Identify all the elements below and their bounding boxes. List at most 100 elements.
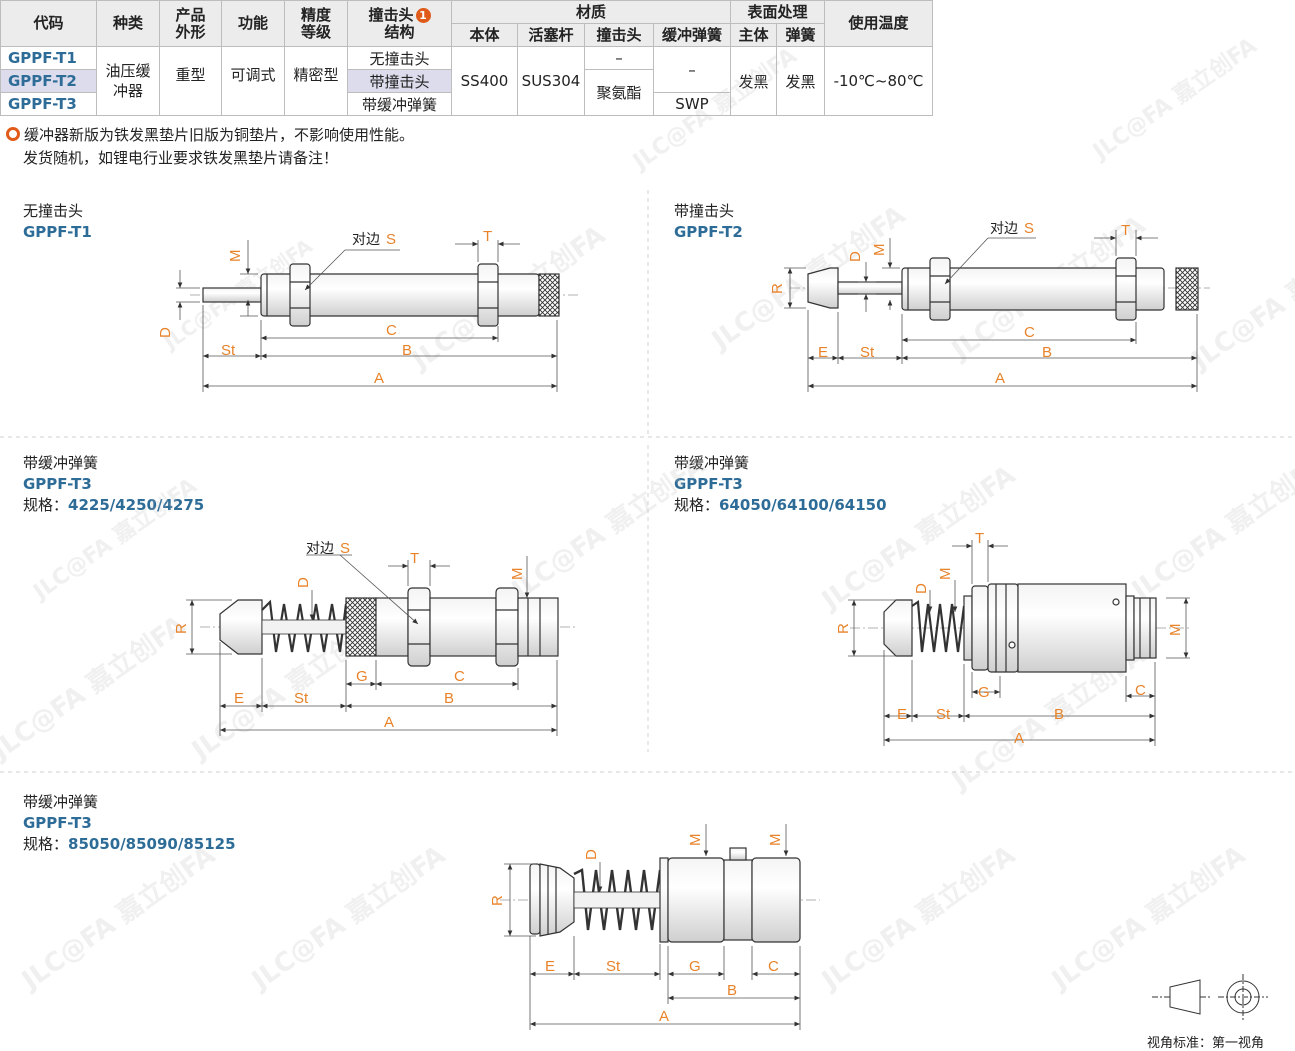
header-mat-rod: 活塞杆 bbox=[517, 23, 585, 47]
section-title: 带缓冲弹簧 bbox=[674, 454, 750, 472]
dim-label: D bbox=[847, 251, 864, 262]
mat-spring-t3: SWP bbox=[653, 92, 731, 116]
dim-label: A bbox=[384, 714, 394, 731]
section-code: GPPF-T2 bbox=[674, 223, 743, 241]
dim-label: C bbox=[1024, 324, 1035, 341]
dim-label: B bbox=[402, 342, 412, 359]
spec-value: 85050/85090/85125 bbox=[68, 835, 236, 853]
notes: 缓冲器新版为铁发黑垫片旧版为铜垫片，不影响使用性能。 发货随机，如锂电行业要求铁… bbox=[6, 124, 414, 170]
dim-label: D bbox=[583, 849, 600, 860]
dim-label: A bbox=[374, 370, 384, 387]
drawing-t3b bbox=[848, 540, 1190, 746]
drawing-t1 bbox=[176, 240, 580, 392]
dim-label: B bbox=[1054, 706, 1064, 723]
drawing-t3c bbox=[500, 824, 820, 1030]
watermark: JLC@FA 嘉立创FA bbox=[1125, 449, 1295, 606]
dim-label: D bbox=[913, 583, 930, 594]
dim-label: R bbox=[835, 623, 852, 634]
section-title: 带撞击头 bbox=[674, 202, 735, 220]
header-surf-body: 主体 bbox=[730, 23, 777, 47]
drawing-t3a bbox=[186, 554, 575, 736]
dim-label: C bbox=[768, 958, 779, 975]
dim-label: G bbox=[689, 958, 701, 975]
structure-t3: 带缓冲弹簧 bbox=[347, 92, 452, 116]
dim-label: T bbox=[410, 550, 419, 567]
drawing-t2 bbox=[784, 230, 1210, 392]
dim-label: C bbox=[386, 322, 397, 339]
across-flats-label: 对边 bbox=[990, 221, 1018, 237]
shape-cell: 重型 bbox=[159, 46, 222, 116]
spec-label: 规格： bbox=[674, 496, 720, 514]
dims-t3c: E St G C B A R D M M bbox=[489, 834, 784, 1026]
section-code: GPPF-T3 bbox=[23, 475, 92, 493]
spec-label: 规格： bbox=[23, 835, 69, 853]
dim-label: B bbox=[727, 982, 737, 999]
note-line-2: 发货随机，如锂电行业要求铁发黑垫片请备注！ bbox=[23, 149, 339, 167]
dim-label: M bbox=[767, 834, 784, 847]
across-flats-label: 对边 bbox=[352, 232, 380, 248]
watermark: JLC@FA 嘉立创FA bbox=[15, 839, 221, 996]
dim-label: St bbox=[294, 690, 309, 707]
watermark: JLC@FA 嘉立创FA bbox=[27, 473, 202, 606]
watermark: JLC@FA 嘉立创FA bbox=[1045, 839, 1251, 996]
section-code: GPPF-T3 bbox=[674, 475, 743, 493]
watermark: JLC@FA 嘉立创FA bbox=[0, 609, 191, 766]
note-line-1: 缓冲器新版为铁发黑垫片旧版为铜垫片，不影响使用性能。 bbox=[24, 126, 415, 144]
section-t3b: 带缓冲弹簧 GPPF-T3 规格：64050/64100/64150 bbox=[674, 453, 887, 516]
header-code: 代码 bbox=[0, 0, 97, 47]
header-structure-line1: 撞击头 bbox=[368, 5, 414, 24]
separator-lines bbox=[0, 190, 1295, 773]
header-material: 材质 bbox=[451, 0, 731, 24]
dim-label: A bbox=[1014, 730, 1024, 747]
header-function: 功能 bbox=[221, 0, 285, 47]
dim-label: S bbox=[340, 540, 350, 557]
function-cell: 可调式 bbox=[221, 46, 285, 116]
mat-body-cell: SS400 bbox=[451, 46, 518, 116]
dim-label: St bbox=[606, 958, 621, 975]
dim-label: R bbox=[769, 283, 786, 294]
dims-t1: St B A C T D M 对边 S bbox=[157, 228, 492, 387]
header-mat-spring: 缓冲弹簧 bbox=[653, 23, 731, 47]
view-standard: 视角标准：第一视角 bbox=[1147, 1036, 1265, 1051]
dim-label: M bbox=[1167, 624, 1184, 637]
header-temp: 使用温度 bbox=[824, 0, 933, 47]
dim-label: E bbox=[234, 690, 244, 707]
dim-label: C bbox=[454, 668, 465, 685]
code-t1: GPPF-T1 bbox=[0, 46, 97, 70]
dim-label: M bbox=[871, 244, 888, 257]
dim-label: G bbox=[978, 684, 990, 701]
mat-head-t23: 聚氨酯 bbox=[584, 69, 654, 116]
watermark: JLC@FA 嘉立创FA bbox=[815, 839, 1021, 996]
across-flats-label: 对边 bbox=[306, 541, 334, 557]
header-precision: 精度等级 bbox=[284, 0, 348, 47]
spec-label: 规格： bbox=[23, 496, 69, 514]
watermark-layer: JLC@FA 嘉立创FA JLC@FA 嘉立创FA JLC@FA 嘉立创FA J… bbox=[0, 33, 1295, 997]
spec-value: 64050/64100/64150 bbox=[719, 496, 887, 514]
header-surface: 表面处理 bbox=[730, 0, 825, 24]
dim-label: S bbox=[386, 231, 396, 248]
dim-label: T bbox=[975, 530, 984, 547]
dim-label: B bbox=[1042, 344, 1052, 361]
dim-label: M bbox=[687, 834, 704, 847]
dim-label: R bbox=[489, 895, 506, 906]
dim-label: D bbox=[157, 327, 174, 338]
section-title: 无撞击头 bbox=[23, 202, 84, 220]
dim-label: S bbox=[1024, 220, 1034, 237]
watermark: JLC@FA 嘉立创FA bbox=[245, 839, 451, 996]
dim-label: R bbox=[173, 623, 190, 634]
header-structure-line2: 结构 bbox=[384, 22, 415, 41]
section-t2: 带撞击头 GPPF-T2 bbox=[674, 201, 743, 243]
watermark: JLC@FA 嘉立创FA bbox=[505, 449, 711, 606]
section-title: 带缓冲弹簧 bbox=[23, 454, 99, 472]
dim-label: St bbox=[860, 344, 875, 361]
structure-t1: 无撞击头 bbox=[347, 46, 452, 70]
watermark: JLC@FA 嘉立创FA bbox=[1087, 33, 1262, 166]
dims-t3b: E St B A G C T R D M M bbox=[835, 530, 1184, 747]
projection-symbol-icon bbox=[1152, 974, 1268, 1020]
dim-label: St bbox=[221, 342, 236, 359]
dim-label: M bbox=[937, 568, 954, 581]
section-t1: 无撞击头 GPPF-T1 bbox=[23, 201, 92, 243]
